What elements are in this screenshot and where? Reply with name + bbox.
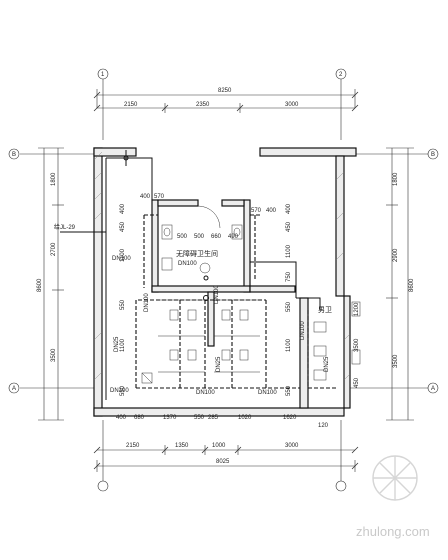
pipe-labels: DN100 DN100 DN100 DN100 DN100 DN100 DN10… — [110, 256, 330, 396]
dim-top-total: 8250 — [218, 88, 232, 94]
grid-marker-b-right: B — [431, 152, 435, 158]
dim-right-seg-2: 2900 — [393, 248, 399, 262]
dim-bot-r1-6: 1020 — [238, 415, 252, 421]
dim-bot-r1-8: 120 — [318, 423, 329, 429]
grid-marker-b-left: B — [12, 152, 16, 158]
pipe-label-1: DN100 — [178, 261, 197, 267]
dim-right-seg-3: 3500 — [393, 354, 399, 368]
dim-int-7: 570 — [251, 208, 262, 214]
dim-left-seg-3: 3500 — [51, 348, 57, 362]
dim-inl-4: 550 — [120, 299, 126, 310]
pipe-label-11: DN25 — [324, 356, 330, 372]
grid-marker-a-right: A — [431, 386, 435, 392]
dim-fr-1: 1200 — [354, 302, 360, 316]
dim-bot-r1-7: 1620 — [283, 415, 297, 421]
dim-inl-1: 400 — [120, 203, 126, 214]
dim-inl-3: 1100 — [120, 248, 126, 262]
dim-bot-r1-4: 550 — [194, 415, 205, 421]
pipe-label-4: DN100 — [300, 321, 306, 340]
pipe-label-8: DN100 — [112, 256, 131, 262]
inner-top-dimensions: 400 570 500 500 660 490 570 400 — [140, 194, 277, 240]
pipe-label-10: DN25 — [216, 356, 222, 372]
dim-fr-2: 3500 — [354, 338, 360, 352]
dim-bot-r2-3: 1000 — [212, 443, 226, 449]
grid-marker-1-top: 1 — [101, 72, 105, 78]
dim-bot-total: 8025 — [216, 459, 230, 465]
grid-marker-a-left: A — [12, 386, 16, 392]
dim-inr-3: 1100 — [286, 244, 292, 258]
inner-left-dimensions: 400 450 1100 550 1100 550 — [120, 203, 126, 396]
dim-bot-r2-1: 2150 — [126, 443, 140, 449]
pipe-label-2: DN100 — [144, 293, 150, 312]
dim-inr-2: 450 — [286, 221, 292, 232]
dim-left-seg-2: 2700 — [51, 242, 57, 256]
watermark-text: zhulong.com — [356, 524, 430, 539]
dim-bot-r1-1: 400 — [116, 415, 127, 421]
grid-marker-2-top: 2 — [339, 72, 343, 78]
dim-int-4: 500 — [194, 234, 205, 240]
inner-right-dimensions: 400 450 1100 750 550 1100 550 — [286, 203, 292, 396]
dim-int-5: 660 — [211, 234, 222, 240]
pipe-label-7: DN100 — [258, 390, 277, 396]
right-dimensions: 1800 2900 3500 8600 — [393, 172, 415, 368]
dim-right-seg-1: 1800 — [393, 172, 399, 186]
dim-bot-r1-3: 1370 — [163, 415, 177, 421]
far-right-dimensions: 1200 3500 450 — [354, 302, 360, 388]
dim-inr-7: 550 — [286, 385, 292, 396]
dim-inl-5: 1100 — [120, 338, 126, 352]
watermark-logo — [372, 455, 418, 501]
top-dimensions: 8250 2150 2350 3000 — [124, 88, 299, 108]
dim-fr-3: 450 — [354, 377, 360, 388]
dim-inl-2: 450 — [120, 221, 126, 232]
pipe-label-9: DN25 — [114, 336, 120, 352]
left-dimensions: 1800 2700 3500 8600 — [37, 172, 57, 362]
pipe-label-3: DN100 — [214, 285, 220, 304]
dim-bot-r1-5: 285 — [208, 415, 219, 421]
dim-top-seg-1: 2150 — [124, 102, 138, 108]
dim-int-6: 490 — [228, 234, 239, 240]
bottom-dimensions: 400 680 1370 550 285 1020 1620 120 2150 … — [116, 415, 329, 465]
dim-bot-r1-2: 680 — [134, 415, 145, 421]
dim-inr-1: 400 — [286, 203, 292, 214]
room-label-wc: 男卫 — [318, 306, 332, 314]
dim-left-total: 8600 — [37, 278, 43, 292]
dim-int-8: 400 — [266, 208, 277, 214]
dim-top-seg-2: 2350 — [196, 102, 210, 108]
dim-inr-6: 1100 — [286, 338, 292, 352]
pipe-label-6: DN100 — [196, 390, 215, 396]
dim-inr-5: 550 — [286, 301, 292, 312]
dim-bot-r2-4: 3000 — [285, 443, 299, 449]
dim-inr-4: 750 — [286, 271, 292, 282]
dim-inl-6: 550 — [120, 385, 126, 396]
dim-right-total: 8600 — [409, 278, 415, 292]
riser-label: 给JL-29 — [54, 223, 76, 231]
dim-int-2: 570 — [154, 194, 165, 200]
pipe-label-5: DN100 — [110, 388, 129, 394]
dim-top-seg-3: 3000 — [285, 102, 299, 108]
room-label-accessible-wc: 无障碍卫生间 — [176, 249, 218, 258]
dim-int-3: 500 — [177, 234, 188, 240]
dim-left-seg-1: 1800 — [51, 172, 57, 186]
dim-bot-r2-2: 1350 — [175, 443, 189, 449]
dim-int-1: 400 — [140, 194, 151, 200]
